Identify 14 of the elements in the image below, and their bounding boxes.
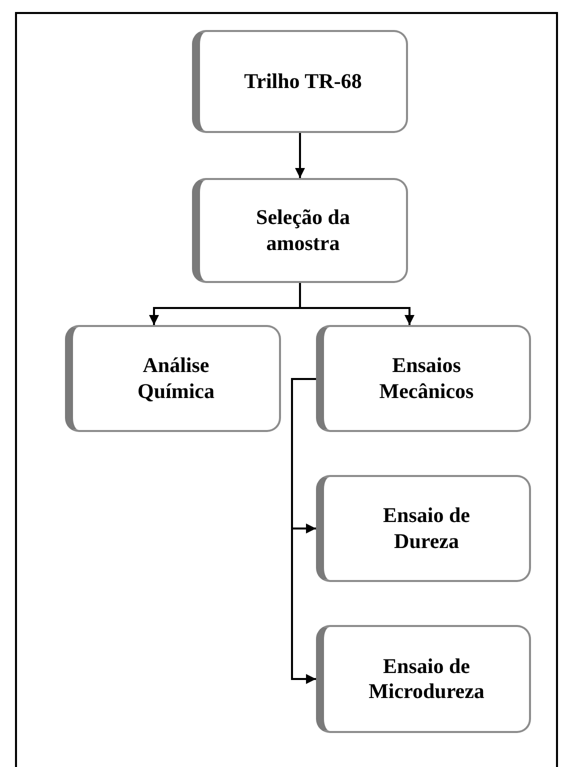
process-box bbox=[65, 325, 281, 432]
process-box bbox=[316, 625, 531, 733]
box-label: Seleção da amostra bbox=[255, 205, 351, 256]
arrow bbox=[295, 133, 305, 178]
process-box bbox=[316, 475, 531, 582]
box-label: Ensaios Mecânicos bbox=[378, 353, 475, 404]
process-box bbox=[192, 178, 408, 283]
process-box bbox=[192, 30, 408, 133]
box-label: Trilho TR-68 bbox=[244, 68, 362, 94]
box-label: Ensaio de Microdureza bbox=[368, 654, 486, 704]
box-label: Ensaio de Dureza bbox=[382, 503, 471, 554]
process-box bbox=[316, 325, 531, 432]
arrow bbox=[291, 378, 316, 684]
box-label: Análise Química bbox=[136, 353, 216, 404]
